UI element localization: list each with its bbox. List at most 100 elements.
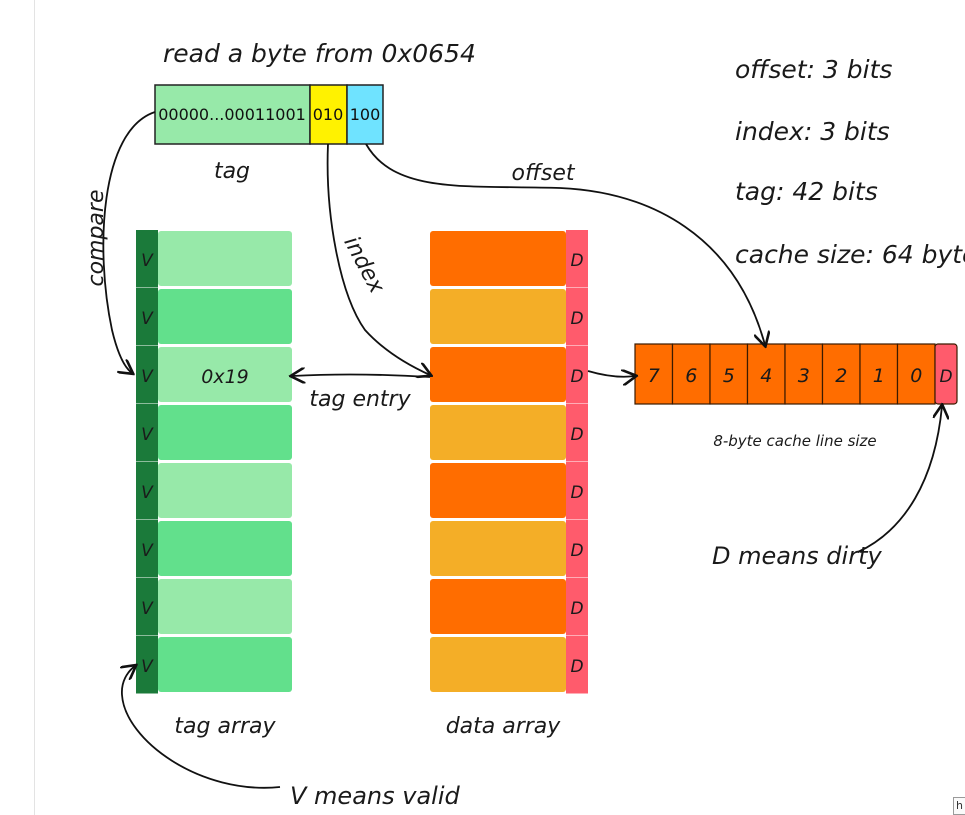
offset-bits-text: 100 [350,105,381,124]
byte-label: 0 [910,365,922,387]
compare-label: compare [84,189,109,286]
valid-bit-cell [136,520,158,578]
dirty-bit-label: D [570,657,583,677]
valid-bit-cell [136,230,158,288]
tag-array-row: V [136,288,292,346]
valid-bit-cell [136,636,158,694]
tag-cell [158,405,292,460]
valid-bit-label: V [141,309,154,329]
info-offset: offset: 3 bits [735,55,892,84]
byte-label: 7 [648,365,660,387]
compare-arrow [102,111,156,373]
dirty-note: D means dirty [712,542,882,570]
data-cell [430,405,566,460]
page-left-rule [34,0,35,815]
data-array-row: D [430,404,588,462]
cache-line-byte: 5 [709,343,749,405]
byte-label: 3 [798,365,810,387]
dirty-arrow [857,406,942,553]
tag-cell [158,463,292,518]
tag-cell [158,289,292,344]
tag-cell [158,637,292,692]
tag-entry-label: tag entry [309,387,411,412]
offset-arrow [365,143,765,345]
offset-bits-box [346,84,384,145]
valid-bit-label: V [141,483,154,503]
byte-cell [784,343,824,405]
valid-bit-label: V [141,425,154,445]
data-array-row: D [430,346,588,404]
valid-bit-label: V [141,657,154,677]
cache-line-byte: 7 [634,343,674,405]
address-register: 00000...00011001 010 100 [154,84,384,145]
dirty-bit-cell [566,404,588,462]
info-cache-size: cache size: 64 bytes [735,240,965,269]
dirty-bit-cell [566,462,588,520]
valid-bit-label: V [141,251,154,271]
diagram-title: read a byte from 0x0654 [163,39,476,68]
cache-line-byte: 6 [671,343,711,405]
tag-cell [158,521,292,576]
dirty-bit-label: D [570,251,583,271]
cache-line-dirty: D [934,343,958,405]
tag-array-row: V [136,578,292,636]
data-cell [430,463,566,518]
dirty-bit-cell [566,520,588,578]
tag-array-row: V [136,520,292,578]
data-cell [430,231,566,286]
corner-widget[interactable]: h [953,797,965,815]
cache-line-byte: 3 [784,343,824,405]
byte-label: 2 [835,365,847,387]
data-cell [430,637,566,692]
valid-arrow [122,666,281,789]
byte-label: 4 [760,365,772,387]
tag-caption: tag [214,159,250,184]
index-bits-box [309,84,348,145]
valid-bit-cell [136,462,158,520]
tag-array-row: V [136,230,292,288]
dirty-bit-label: D [570,599,583,619]
tag-cell [158,231,292,286]
info-index: index: 3 bits [735,117,890,146]
index-arrow [326,143,430,375]
tag-array-row: V 0x19 [136,346,292,404]
tag-cell [158,347,292,402]
dirty-bit-label: D [570,309,583,329]
data-array-row: D [430,636,588,694]
dirty-bit-label: D [570,367,583,387]
byte-cell [821,343,861,405]
byte-cell [709,343,749,405]
dirty-bit-cell [566,636,588,694]
cache-line-byte: 4 [746,343,786,405]
valid-bit-cell [136,288,158,346]
dirty-bit-cell [566,578,588,636]
index-bits-text: 010 [313,105,344,124]
offset-label: offset [512,161,576,186]
cache-line-byte: 2 [821,343,861,405]
valid-bit-cell [136,404,158,462]
valid-note: V means valid [290,782,460,810]
tag-bits-text: 00000...00011001 [158,105,306,124]
line-dirty-label: D [939,367,952,387]
tag-entry-arrow [292,375,431,377]
valid-bit-label: V [141,541,154,561]
dirty-bit-label: D [570,483,583,503]
tag-bits-box [154,84,311,145]
byte-cell [896,343,936,405]
byte-label: 6 [685,365,697,387]
tag-array-label: tag array [174,714,276,739]
data-array-row: D [430,520,588,578]
dirty-bit-label: D [570,541,583,561]
data-cell [430,289,566,344]
info-tag: tag: 42 bits [735,177,878,206]
data-array-row: D [430,288,588,346]
valid-bit-label: V [141,367,154,387]
matched-tag-value: 0x19 [201,366,249,388]
data-array-row: D [430,230,588,288]
data-array-label: data array [446,714,562,739]
cache-line-byte: 0 [896,343,936,405]
valid-bit-cell [136,346,158,404]
